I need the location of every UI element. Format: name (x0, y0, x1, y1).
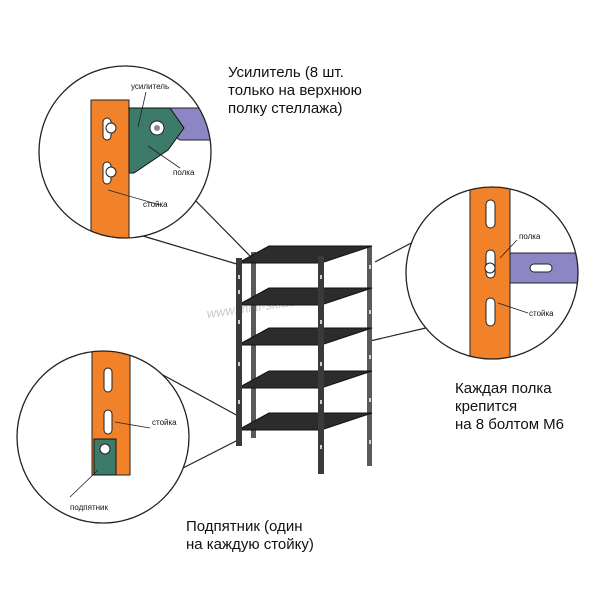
label-reinforcer: усилитель (131, 82, 169, 91)
caption-shelf-bolts-line-3: на 8 болтом М6 (455, 416, 565, 433)
caption-foot-plate: Подпятник (один на каждую стойку) (186, 518, 314, 554)
reinforcer-plate (128, 107, 185, 174)
callout-line-bottom-1 (162, 374, 241, 418)
rack-shelf-5 (237, 412, 373, 431)
rack-shelf-4 (237, 370, 373, 389)
label-post-bottom: стойка (152, 418, 177, 427)
rack-shelf-1 (237, 245, 373, 264)
callout-line-right-2 (369, 326, 431, 342)
detail-foot-plate: стойка подпятник (16, 350, 190, 524)
label-post-right: стойка (529, 309, 554, 318)
detail-reinforcer: усилитель полка стойка (38, 65, 212, 239)
callout-lines (142, 199, 431, 469)
callout-line-top-2 (194, 199, 253, 259)
caption-reinforcer-line-3: полку стеллажа) (228, 100, 343, 117)
detail-shelf-bolt: полка стойка (405, 186, 579, 360)
label-shelf-right: полка (519, 232, 541, 241)
caption-shelf-bolts-line-2: крепится (455, 398, 518, 415)
caption-foot-plate-line-1: Подпятник (один (186, 518, 303, 535)
rack-shelf-3 (237, 327, 373, 346)
callout-line-top-1 (142, 235, 241, 266)
caption-shelf-bolts-line-1: Каждая полка (455, 380, 552, 397)
rack-shelf-2 (237, 287, 373, 306)
label-post-top: стойка (143, 200, 168, 209)
caption-shelf-bolts: Каждая полка крепится на 8 болтом М6 (455, 380, 564, 434)
caption-reinforcer-line-1: Усилитель (8 шт. (228, 64, 344, 81)
callout-line-bottom-2 (182, 439, 239, 469)
caption-reinforcer: Усилитель (8 шт. только на верхнюю полку… (228, 64, 362, 118)
callout-line-right-1 (374, 239, 418, 263)
rack-post-front-left (236, 258, 242, 446)
foot-plate (93, 438, 117, 476)
shelf-segment-right (509, 252, 578, 284)
label-foot-plate: подпятник (70, 503, 108, 512)
rack-illustration (236, 245, 373, 474)
caption-reinforcer-line-2: только на верхнюю (228, 82, 362, 99)
label-shelf-top: полка (173, 168, 195, 177)
caption-foot-plate-line-2: на каждую стойку) (186, 536, 314, 553)
